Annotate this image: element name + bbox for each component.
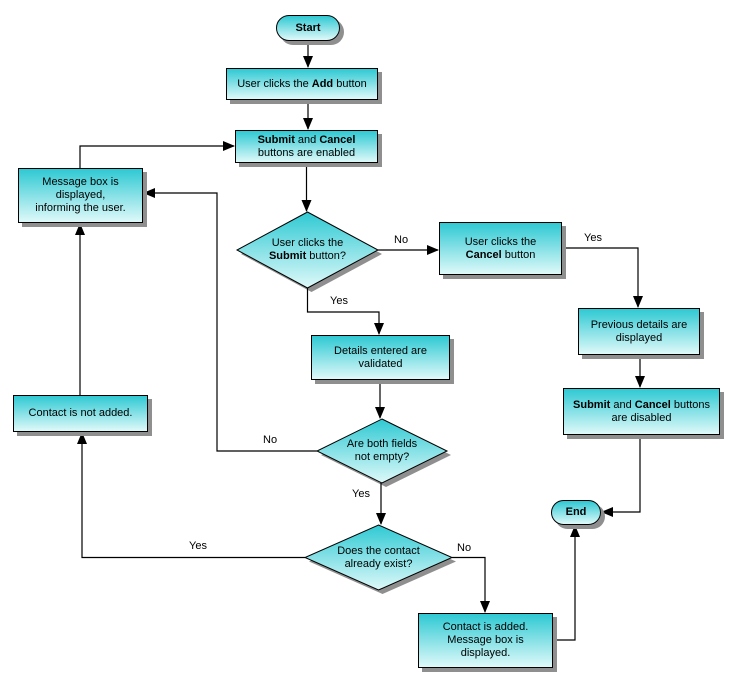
connector-submitq-yes-to-validated	[306, 288, 384, 335]
connector-message-to-enabled	[79, 141, 235, 168]
node-user-clicks-add-label: User clicks the Add button	[237, 77, 367, 90]
connector-existsq-no-to-added	[452, 556, 490, 613]
node-start: Start	[276, 15, 340, 41]
connectors	[75, 41, 645, 641]
diamond-fields-question	[315, 418, 449, 484]
connector-fieldsq-no-to-message	[143, 188, 317, 452]
edge-label-cancel-yes: Yes	[584, 232, 602, 244]
edge-label-submitq-no: No	[394, 234, 409, 246]
node-contact-not-added-label: Contact is not added.	[28, 407, 133, 419]
connector-added-to-end	[553, 525, 580, 641]
node-end: End	[551, 500, 601, 525]
node-user-clicks-add: User clicks the Add button	[226, 68, 378, 100]
connector-disabled-to-end	[601, 435, 641, 517]
node-end-label: End	[565, 506, 587, 518]
node-contact-not-added: Contact is not added.	[13, 395, 148, 432]
diamond-exists-question	[303, 524, 454, 591]
edge-label-submitq-yes: Yes	[330, 295, 348, 307]
edge-label-fieldsq-yes: Yes	[352, 488, 370, 500]
diamonds	[235, 211, 454, 591]
edge-label-existsq-yes: Yes	[189, 540, 207, 552]
connector-existsq-yes-to-notadded	[77, 432, 305, 559]
edge-label-existsq-no: No	[457, 542, 472, 554]
edge-label-fieldsq-no: No	[263, 434, 278, 446]
node-start-label: Start	[295, 21, 321, 34]
connector-cancel-yes-to-previous	[562, 247, 643, 308]
diamond-submit-question	[235, 211, 380, 289]
